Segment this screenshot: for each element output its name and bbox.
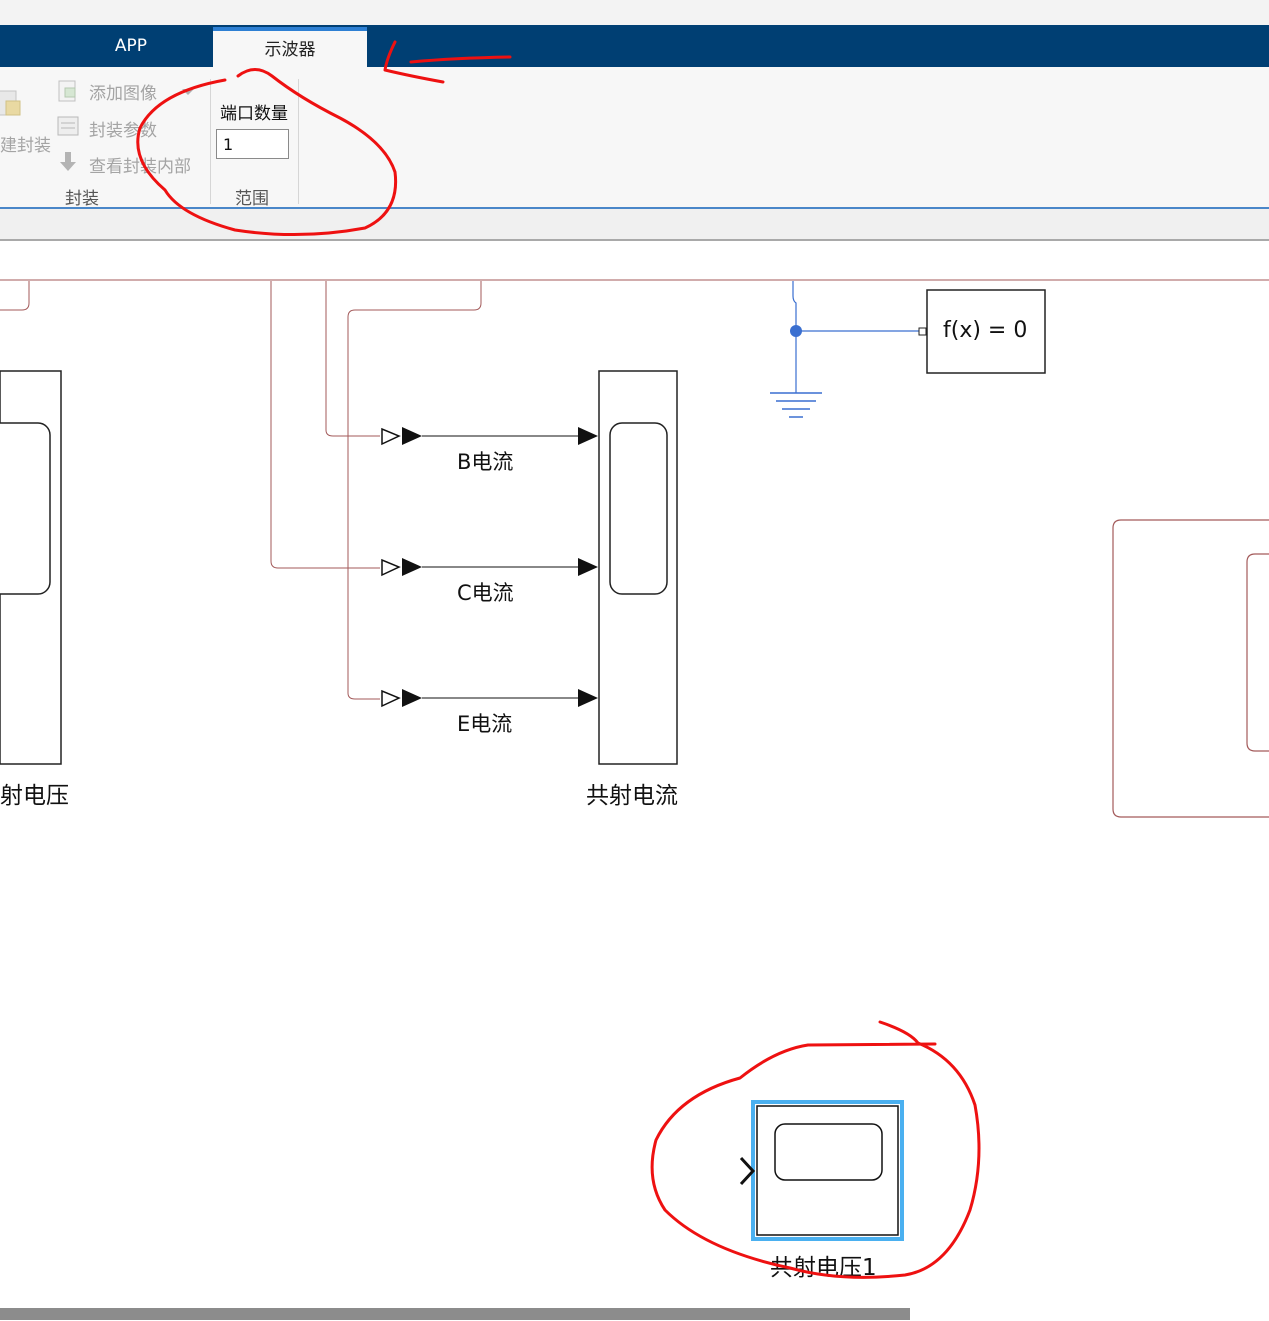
arrow-icon	[578, 558, 598, 576]
junction-dot	[790, 325, 802, 337]
look-under-mask-button[interactable]: 查看封装内部	[56, 150, 206, 177]
signal-line-e[interactable]	[347, 281, 482, 700]
editor-toolstrip	[0, 209, 1269, 241]
signal-line[interactable]	[0, 281, 30, 311]
solver-config-text: f(x) = 0	[943, 318, 1028, 343]
arrow-icon	[578, 689, 598, 707]
signal-line-c[interactable]	[270, 281, 380, 569]
range-group-label: 范围	[235, 189, 269, 209]
title-strip	[0, 0, 1269, 25]
left-scope-label[interactable]: 射电压	[0, 783, 69, 809]
port-connector-icon	[918, 327, 927, 336]
ground-icon[interactable]	[770, 392, 822, 418]
signal-label-e[interactable]: E电流	[457, 712, 513, 736]
signal-line-b[interactable]	[325, 281, 380, 437]
look-under-mask-label: 查看封装内部	[89, 157, 191, 177]
create-mask-label: 建封装	[0, 136, 51, 156]
port-count-input[interactable]	[216, 129, 289, 159]
mask-group-label: 封装	[65, 189, 99, 209]
scope-screen-icon	[0, 422, 51, 595]
signal-label-c[interactable]: C电流	[457, 581, 514, 605]
mask-parameters-icon	[57, 116, 79, 136]
arrow-icon	[578, 427, 598, 445]
from-tag-b[interactable]	[381, 427, 422, 446]
arrow-down-icon	[60, 152, 76, 171]
subsystem-block-edge[interactable]	[1112, 519, 1269, 818]
create-mask-button[interactable]: 建封装	[0, 67, 51, 182]
ribbon-separator	[210, 79, 211, 204]
model-canvas[interactable]: f(x) = 0 B电流 C电流 E电流 射电压 共射电流 共射电压1	[0, 241, 1269, 1321]
new-scope-label[interactable]: 共射电压1	[770, 1255, 877, 1281]
scope-screen-icon	[609, 422, 668, 595]
add-image-icon	[58, 80, 76, 102]
tab-scope[interactable]: 示波器	[213, 27, 367, 67]
physical-line[interactable]	[792, 281, 797, 393]
create-mask-icon	[0, 90, 21, 116]
ribbon-tab-bar: APP 示波器	[0, 25, 1269, 67]
solver-config-block[interactable]	[926, 289, 1046, 374]
from-tag-c[interactable]	[381, 558, 422, 577]
signal-label-b[interactable]: B电流	[457, 450, 514, 474]
ribbon-toolbar: 建封装 添加图像 封装参数 查看封装内部 封装 端口数量 范围	[0, 67, 1269, 209]
center-scope-label[interactable]: 共射电流	[586, 783, 678, 809]
ribbon-separator	[298, 79, 299, 204]
port-count-label: 端口数量	[220, 104, 288, 124]
chevron-down-icon	[182, 89, 194, 95]
scope-screen-icon	[774, 1123, 883, 1181]
add-image-button[interactable]: 添加图像	[56, 79, 206, 105]
mask-parameters-button[interactable]: 封装参数	[56, 114, 206, 141]
mask-parameters-label: 封装参数	[89, 121, 157, 141]
horizontal-scrollbar[interactable]	[0, 1308, 910, 1320]
from-tag-e[interactable]	[381, 689, 422, 708]
add-image-label: 添加图像	[89, 84, 157, 104]
subsystem-block-inner	[1246, 553, 1269, 752]
tab-app[interactable]: APP	[114, 36, 148, 56]
